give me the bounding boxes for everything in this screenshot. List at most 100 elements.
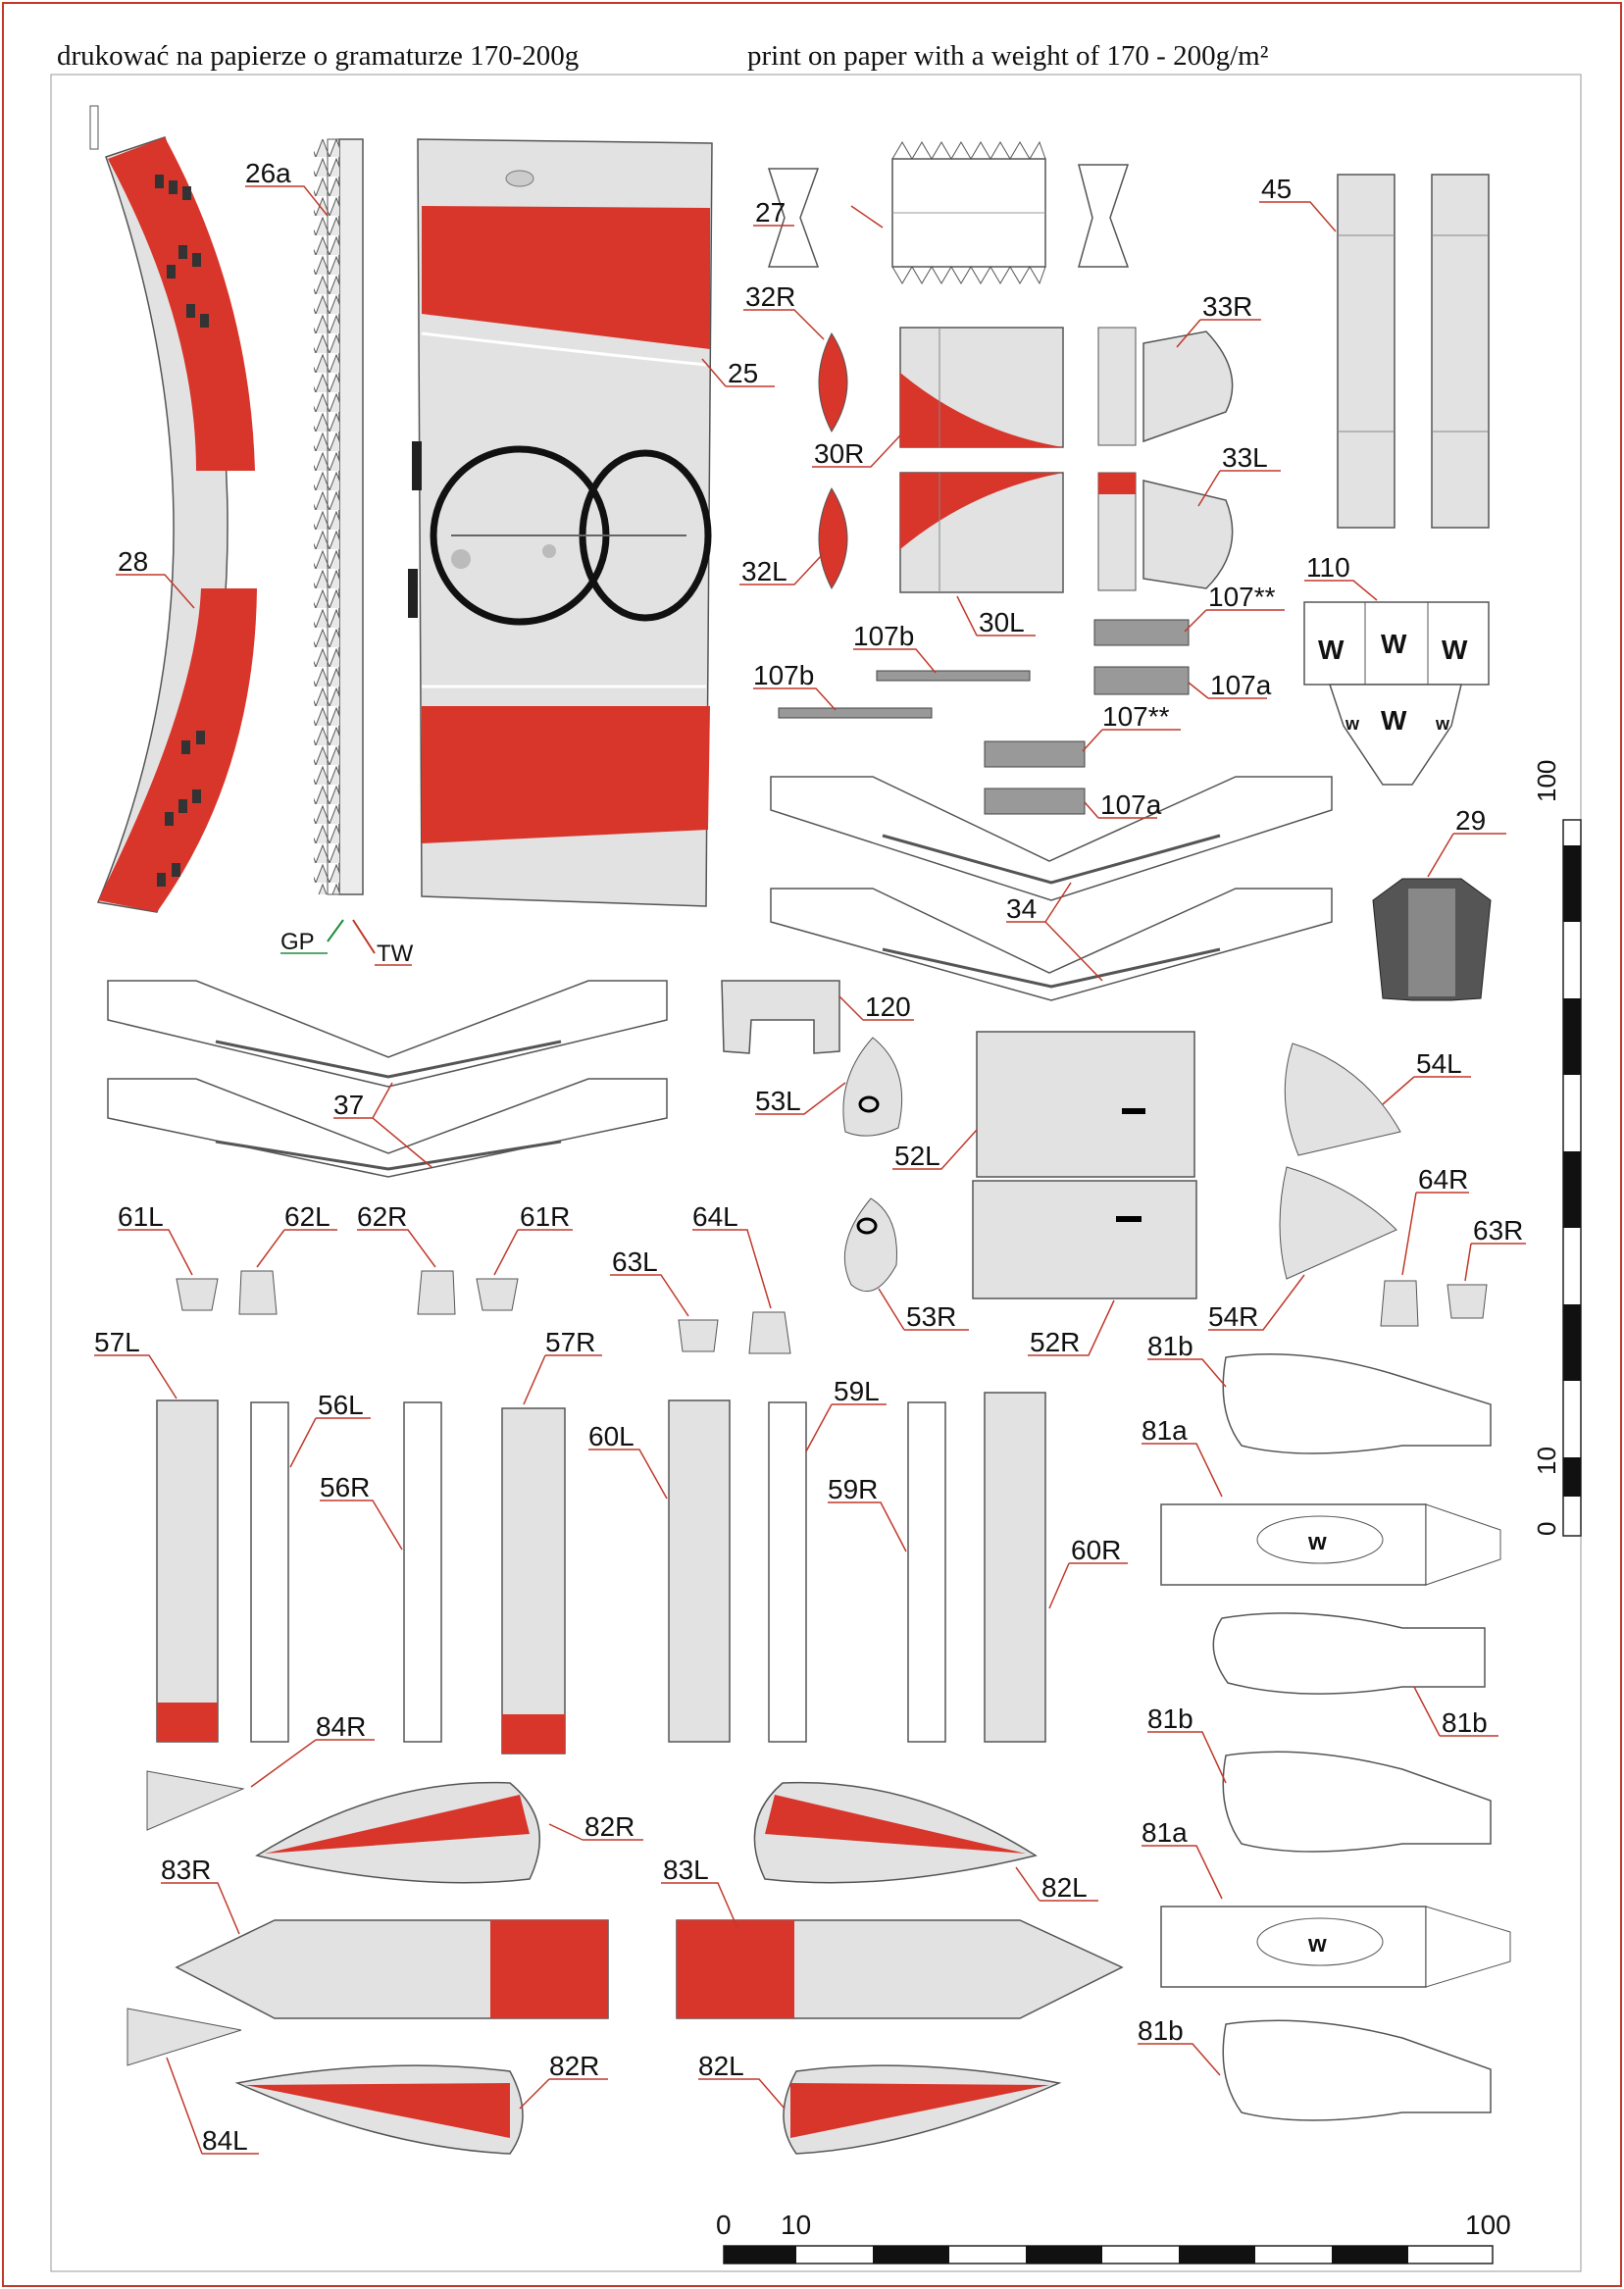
part-64R — [1380, 1280, 1419, 1327]
label-33L: 33L — [1197, 442, 1281, 507]
scale-horizontal-end: 100 — [1465, 2210, 1511, 2240]
label-107ss-2: 107** — [1082, 701, 1181, 752]
label-60R: 60R — [1048, 1535, 1128, 1609]
part-64L — [748, 1311, 791, 1354]
part-81a-1: w — [1160, 1503, 1501, 1586]
part-32R — [818, 332, 848, 432]
part-57L — [156, 1399, 219, 1743]
part-62R — [417, 1270, 456, 1315]
label-107a-1: 107a — [1188, 670, 1272, 700]
label-81b-2-text: 81b — [1442, 1707, 1488, 1738]
label-53L: 53L — [755, 1082, 846, 1116]
label-81a-2: 81a — [1142, 1817, 1223, 1900]
part-37 — [107, 980, 668, 1178]
label-63L-text: 63L — [612, 1246, 658, 1277]
part-26a — [314, 138, 364, 895]
header-instruction-en: print on paper with a weight of 170 - 20… — [747, 40, 1269, 72]
label-82R-1-text: 82R — [584, 1811, 634, 1842]
window-mark: W — [1442, 635, 1468, 665]
label-53R: 53R — [878, 1288, 969, 1332]
label-82L-2: 82L — [698, 2051, 786, 2110]
part-53L — [842, 1037, 903, 1137]
label-61R: 61R — [493, 1201, 573, 1276]
label-54L: 54L — [1382, 1048, 1471, 1105]
label-52R: 52R — [1028, 1299, 1115, 1357]
label-34: 34 — [1006, 882, 1103, 982]
label-32R-text: 32R — [745, 281, 795, 312]
part-83L — [676, 1919, 1124, 2019]
part-63L — [678, 1319, 719, 1352]
label-64L: 64L — [692, 1201, 772, 1309]
part-34 — [770, 776, 1333, 1001]
label-30R: 30R — [812, 434, 901, 469]
part-83R — [175, 1919, 609, 2019]
label-81a-1: 81a — [1142, 1415, 1223, 1498]
label-107a-2: 107a — [1084, 789, 1162, 820]
scale-vertical-end: 100 — [1532, 760, 1561, 802]
label-62R: 62R — [357, 1201, 436, 1268]
part-81b-4 — [1222, 2019, 1492, 2121]
label-81b-4-text: 81b — [1138, 2015, 1184, 2046]
label-32R: 32R — [743, 281, 825, 340]
label-57R-text: 57R — [545, 1327, 595, 1357]
part-110: W W W W w w — [1303, 601, 1490, 786]
label-53R-text: 53R — [906, 1301, 956, 1332]
label-61L-text: 61L — [118, 1201, 164, 1232]
label-107b-1: 107b — [853, 621, 937, 674]
label-56L: 56L — [289, 1390, 371, 1468]
part-56R — [403, 1401, 442, 1743]
part-107-group — [778, 619, 1190, 815]
label-gp-text: GP — [280, 929, 315, 955]
label-63R: 63R — [1464, 1215, 1526, 1282]
part-25 — [408, 138, 713, 907]
part-81a-2: w — [1160, 1906, 1511, 1988]
part-28 — [89, 105, 257, 913]
label-33R-text: 33R — [1202, 291, 1252, 322]
part-27 — [767, 140, 1130, 285]
label-62R-text: 62R — [357, 1201, 407, 1232]
label-82R-2-text: 82R — [549, 2051, 599, 2081]
label-54L-text: 54L — [1416, 1048, 1462, 1079]
label-64L-text: 64L — [692, 1201, 738, 1232]
label-83L: 83L — [661, 1855, 738, 1929]
label-107ss-1: 107** — [1184, 582, 1285, 633]
label-57L: 57L — [94, 1327, 178, 1399]
part-82R-1 — [255, 1781, 541, 1884]
label-60L: 60L — [588, 1421, 668, 1500]
label-29-text: 29 — [1455, 805, 1486, 836]
label-28: 28 — [116, 546, 195, 609]
gp-arrow — [327, 919, 344, 942]
label-59R: 59R — [828, 1474, 907, 1552]
part-84L — [127, 2008, 242, 2066]
label-120: 120 — [838, 992, 914, 1022]
part-84R — [146, 1770, 245, 1831]
label-33R: 33R — [1176, 291, 1261, 348]
part-61L — [176, 1278, 219, 1311]
label-82L-2-text: 82L — [698, 2051, 744, 2081]
label-56L-text: 56L — [318, 1390, 364, 1420]
part-60R — [984, 1392, 1046, 1743]
label-33L-text: 33L — [1222, 442, 1268, 473]
label-64R: 64R — [1401, 1164, 1469, 1276]
label-32L-text: 32L — [741, 556, 787, 586]
part-52L — [976, 1031, 1195, 1178]
part-56L — [250, 1401, 289, 1743]
label-30R-text: 30R — [814, 438, 864, 469]
label-gp: GP — [280, 929, 328, 955]
part-81b-1 — [1222, 1352, 1492, 1454]
label-52R-text: 52R — [1030, 1327, 1080, 1357]
label-56R: 56R — [320, 1472, 403, 1551]
label-28-text: 28 — [118, 546, 148, 577]
label-81b-3-text: 81b — [1147, 1704, 1193, 1734]
vertical-scale: 100 10 0 — [1532, 760, 1582, 1537]
scale-vertical-mid: 10 — [1532, 1447, 1561, 1475]
part-54L — [1284, 1043, 1401, 1156]
part-82L-2 — [783, 2064, 1062, 2155]
label-107b-1-text: 107b — [853, 621, 914, 651]
label-82R-1: 82R — [548, 1811, 643, 1842]
part-32L — [818, 486, 848, 589]
part-33L — [1097, 472, 1234, 591]
label-110: 110 — [1304, 552, 1378, 601]
